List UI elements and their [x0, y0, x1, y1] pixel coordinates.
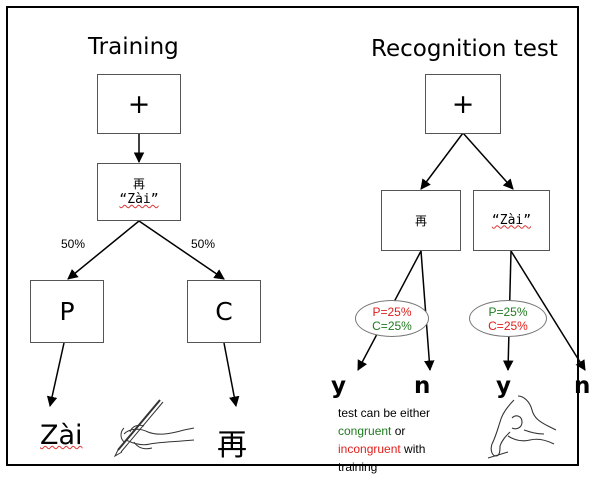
- stimulus-pinyin: “Zài”: [119, 192, 159, 207]
- right-probability: 50%: [191, 237, 216, 251]
- note-or: or: [391, 424, 406, 438]
- arrow-right-to-n: [510, 250, 586, 371]
- character-output: 再: [217, 428, 247, 463]
- box-p-label: P: [59, 297, 75, 326]
- note-line-3: incongruent with: [338, 440, 488, 458]
- note-with: with: [400, 442, 426, 456]
- note-line-4: training: [338, 460, 378, 474]
- test-note: test can be either congruent or incongru…: [338, 404, 488, 476]
- left-stimulus-box: 再: [381, 190, 461, 251]
- fixation-cross: +: [127, 88, 151, 120]
- training-title: Training: [88, 34, 179, 60]
- right-probability-ellipse: P=25% C=25%: [469, 300, 547, 337]
- response-no-right: n: [574, 373, 591, 399]
- pinyin-output: Zài: [40, 420, 83, 451]
- recognition-title: Recognition test: [371, 36, 558, 62]
- left-probability: 50%: [61, 237, 86, 251]
- box-c: C: [187, 280, 261, 343]
- left-c-percent: C=25%: [372, 318, 412, 333]
- left-stimulus-character: 再: [414, 213, 427, 228]
- left-probability-ellipse: P=25% C=25%: [355, 300, 429, 337]
- response-no-left: n: [414, 373, 431, 399]
- fixation-cross: +: [451, 88, 475, 120]
- training-fixation-box: +: [97, 74, 181, 134]
- right-c-percent: C=25%: [488, 318, 528, 333]
- writing-hand-icon: [113, 399, 195, 458]
- outer-frame: [6, 6, 579, 466]
- pointing-hand-icon: [487, 395, 557, 459]
- response-yes-right: y: [496, 373, 511, 399]
- left-p-percent: P=25%: [372, 304, 412, 319]
- note-line-1: test can be either: [338, 406, 431, 420]
- right-stimulus-pinyin: “Zài”: [491, 212, 532, 228]
- arrow-stimulus-to-p: [67, 220, 140, 280]
- box-p: P: [30, 280, 104, 343]
- note-incongruent: incongruent: [338, 442, 401, 456]
- note-line-2: congruent or: [338, 422, 488, 440]
- arrow-fixation-to-left: [420, 132, 464, 190]
- arrow-p-to-output: [46, 342, 65, 408]
- box-c-label: C: [215, 297, 233, 326]
- right-stimulus-box: “Zài”: [473, 190, 550, 251]
- response-yes-left: y: [331, 373, 346, 399]
- arrow-c-to-output: [223, 342, 240, 408]
- arrow-stimulus-to-c: [138, 220, 225, 280]
- arrow-fixation-to-right: [462, 132, 514, 190]
- training-stimulus-box: 再 “Zài”: [97, 163, 181, 221]
- right-p-percent: P=25%: [488, 304, 528, 319]
- recognition-fixation-box: +: [425, 74, 501, 134]
- stimulus-character: 再: [132, 177, 145, 191]
- note-congruent: congruent: [338, 424, 392, 438]
